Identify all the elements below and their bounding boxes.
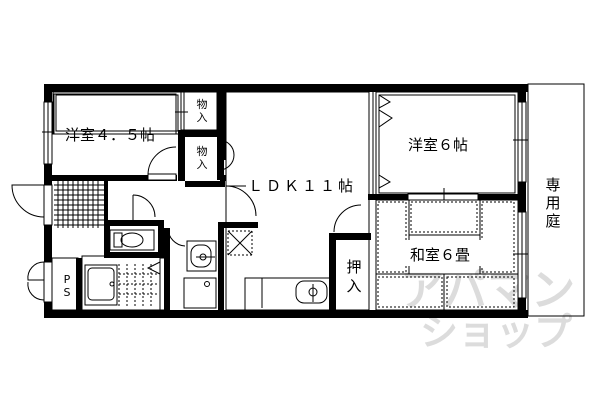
toilet-icon — [109, 229, 155, 251]
room-label-western-4-5: 洋室４．５帖 — [65, 126, 155, 144]
wash-basin-icon — [186, 240, 217, 272]
watermark-line1: アパマン — [400, 265, 575, 316]
pipe-space: P S — [27, 257, 82, 311]
bathtub-icon — [84, 264, 118, 306]
western-room-4-5: 洋室４．５帖 — [42, 91, 182, 181]
garden-label-1: 専 — [545, 176, 560, 194]
private-garden: 専 用 庭 — [527, 83, 585, 317]
room-label-western-6: 洋室６帖 — [408, 136, 468, 154]
japanese-room-6: 和室６畳 — [375, 199, 528, 311]
oshiire-closet: 押 入 — [329, 204, 371, 313]
washing-machine-pan-icon — [183, 277, 217, 309]
storage-1-label-bottom: 入 — [197, 111, 208, 124]
storage-2-label-top: 物 — [197, 144, 208, 158]
ldk: ＬＤＫ１１帖 — [218, 91, 370, 311]
storage-1-label-top: 物 — [197, 97, 208, 111]
bathroom — [81, 255, 167, 311]
refrigerator-space-icon — [227, 230, 253, 256]
toilet — [104, 220, 164, 258]
ps-label-top: P — [64, 273, 71, 286]
western-room-6: 洋室６帖 — [368, 91, 528, 201]
oshiire-label-bottom: 入 — [346, 277, 361, 295]
room-label-ldk: ＬＤＫ１１帖 — [248, 177, 356, 195]
garden-label-3: 庭 — [545, 212, 560, 230]
garden-label-2: 用 — [545, 194, 560, 212]
washroom — [164, 227, 224, 310]
kitchen-sink-icon — [244, 277, 332, 311]
oshiire-label-top: 押 — [346, 258, 361, 276]
room-label-japanese-6: 和室６畳 — [410, 246, 470, 264]
storage-2-label-bottom: 入 — [197, 158, 208, 171]
ps-label-bottom: S — [64, 286, 71, 299]
entrance — [11, 181, 156, 236]
